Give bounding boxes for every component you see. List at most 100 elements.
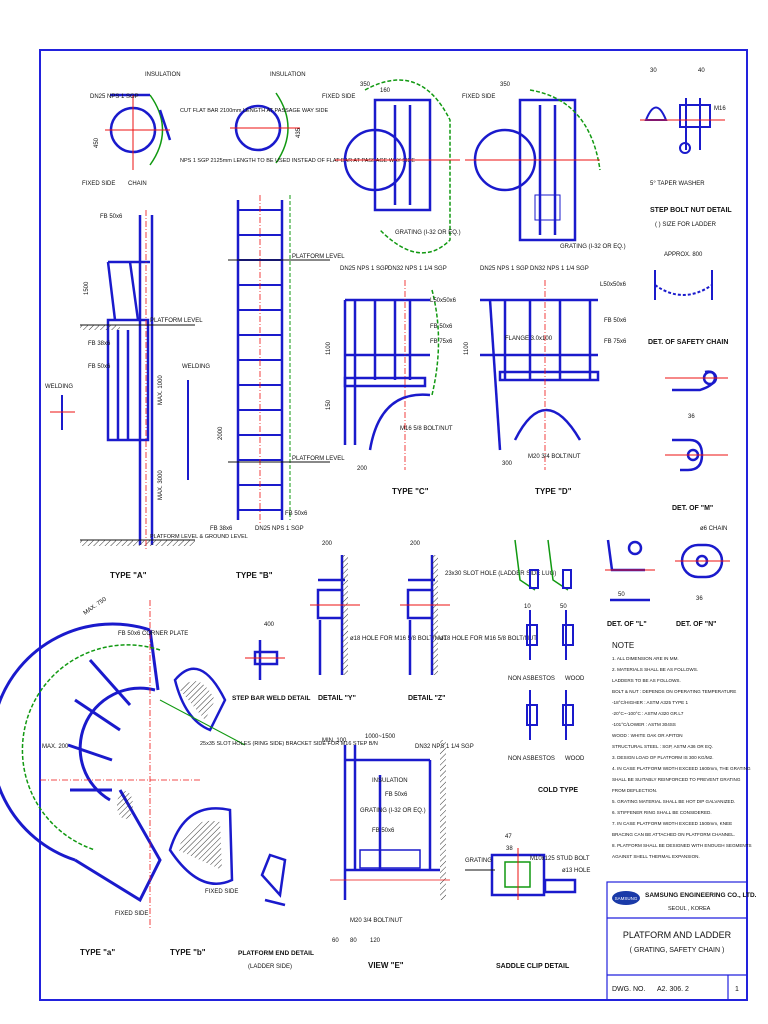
label-chain-6: ø6 CHAIN	[700, 526, 727, 532]
dim-350-plan2: 350	[500, 82, 511, 88]
company-location: SEOUL , KOREA	[668, 906, 711, 912]
view-e-hatch	[440, 740, 446, 900]
label-chain-top: CHAIN	[128, 181, 147, 187]
label-corner-plate: FB 50x6 CORNER PLATE	[118, 631, 188, 637]
drawing-subtitle: ( GRATING, SAFETY CHAIN )	[630, 947, 725, 954]
dim-max1000-a: MAX. 1000	[158, 375, 164, 405]
dim-1100-d: 1100	[464, 341, 470, 355]
type-c-drawing	[343, 289, 440, 451]
welding-mini-a	[50, 395, 75, 430]
note-line: FROM DEFLECTION.	[612, 788, 657, 793]
subtitle-platform-end: (LADDER SIDE)	[248, 964, 292, 970]
label-platform-level-b: PLATFORM LEVEL	[292, 254, 345, 260]
dim-160-plan1: 160	[380, 88, 391, 94]
insulation-detail-right	[230, 92, 300, 164]
label-dn32-c: DN32 NPS 1 1/4 SGP	[388, 266, 447, 272]
samsung-logo	[612, 891, 640, 905]
label-angle-c: L50x50x6	[430, 298, 457, 304]
note-line: 5. GRATING MATERIAL SHALL BE HOT DIP GAL…	[612, 799, 735, 804]
note-line: 2. MATERIALS SHALL BE AS FOLLOWS.	[612, 667, 698, 672]
dwg-no-value: A2. 306. 2	[657, 986, 689, 993]
cold-type-drawing	[514, 539, 569, 591]
dim-200-y: 200	[322, 541, 333, 547]
dim-300-d: 300	[502, 461, 513, 467]
note-line: 4. IN CASE PLATFORM WIDTH EXCEED 1600mm,…	[612, 766, 751, 771]
label-insulation-top-2: INSULATION	[270, 72, 306, 78]
detail-y-hatch	[342, 555, 348, 675]
type-d-drawing	[480, 298, 600, 451]
title-type-d: TYPE "D"	[535, 487, 572, 496]
dim-80-e: 80	[350, 938, 357, 944]
title-detail-y: DETAIL "Y"	[318, 695, 356, 702]
subtitle-step-bolt: ( ) SIZE FOR LADDER	[655, 222, 717, 228]
title-safety-chain: DET. OF SAFETY CHAIN	[648, 339, 728, 346]
label-platform-level-a: PLATFORM LEVEL	[150, 318, 203, 324]
title-platform-end: PLATFORM END DETAIL	[238, 950, 314, 957]
dim-400-weld: 400	[264, 622, 275, 628]
label-m20-e: M20 3/4 BOLT/NUT	[350, 918, 403, 924]
dim-200-c: 200	[357, 466, 368, 472]
title-cold-type: COLD TYPE	[538, 787, 578, 794]
ground-hatch-a	[80, 540, 195, 546]
note-line: BRACING CAN BE ATTACHED ON PLATFORM CHAN…	[612, 832, 735, 837]
label-fb75-c: FB 75x6	[430, 339, 453, 345]
note-line: -18°C/HIGHER : ASTM A325 TYPE 1	[612, 700, 688, 705]
step-bolt-drawing	[644, 98, 711, 154]
label-dn32-e: DN32 NPS 1 1/4 SGP	[415, 744, 474, 750]
title-type-a: TYPE "A"	[110, 571, 147, 580]
note-line: 1. ALL DIMENSION ARE IN MM.	[612, 656, 679, 661]
note-line: 3. DESIGN LOAD OF PLATFORM IS 300 KG/M2.	[612, 755, 714, 760]
label-fixed-side-a-small: FIXED SIDE	[115, 911, 148, 917]
label-m16-bolt: M16	[714, 106, 726, 112]
type-b-hatch-2	[178, 820, 222, 870]
label-wood-2: WOOD	[565, 756, 585, 762]
label-platform-level-b2: PLATFORM LEVEL	[292, 456, 345, 462]
label-fb50-b: FB 50x6	[285, 511, 308, 517]
dim-max3000-a: MAX. 3000	[158, 470, 164, 500]
dim-10-cold: 10	[524, 604, 531, 610]
type-b-small-drawing	[168, 667, 234, 885]
type-a-small-green	[21, 644, 161, 851]
label-hole-13: ø13 HOLE	[562, 868, 590, 874]
label-hole-z: ø18 HOLE FOR M16 5/8 BOLT/NUT	[440, 636, 537, 642]
detail-z-drawing	[406, 555, 435, 675]
note-line: -20°C~-100°C : ASTM A320 GR.L7	[612, 711, 684, 716]
label-grating-plan1: GRATING (I-32 OR EQ.)	[395, 230, 461, 236]
dim-40-bolt: 40	[698, 68, 705, 74]
title-type-a-small: TYPE "a"	[80, 948, 115, 957]
label-fixed-side-plan2: FIXED SIDE	[462, 94, 495, 100]
type-b-small-axis	[159, 699, 246, 746]
title-type-b-small: TYPE "b"	[170, 948, 206, 957]
title-det-m: DET. OF "M"	[672, 505, 713, 512]
note-line: STRUCTURAL STEEL : SGP, ASTM A36 OR EQ.	[612, 744, 713, 749]
title-type-c: TYPE "C"	[392, 487, 429, 496]
dim-2000-b: 2000	[218, 426, 224, 440]
label-slot-hole-z: 23x30 SLOT HOLE (LADDER SIDE LUG)	[445, 571, 556, 577]
label-insulation-top: INSULATION	[145, 72, 181, 78]
note-heading: NOTE	[612, 641, 634, 650]
label-fb50-e: FB 50x6	[385, 792, 408, 798]
label-fb50-c: FB 50x6	[430, 324, 453, 330]
title-step-bar-weld: STEP BAR WELD DETAIL	[232, 695, 311, 702]
label-approx-800: APPROX. 800	[664, 252, 703, 258]
title-step-bolt: STEP BOLT NUT DETAIL	[650, 207, 732, 214]
dim-435: 435	[296, 127, 302, 138]
title-block	[606, 881, 748, 1001]
label-fb50-e2: FB 50x6	[372, 828, 395, 834]
platform-end-drawing	[260, 853, 287, 907]
plan-view-left	[343, 79, 451, 254]
note-line: WOOD : WHITE OAK OR APITON	[612, 733, 683, 738]
label-m16-c: M16 5/8 BOLT/NUT	[400, 426, 453, 432]
note-line: -101°C/LOWER : ASTM 304SS	[612, 722, 676, 727]
dim-47-saddle: 47	[505, 834, 512, 840]
label-fb50-a2: FB 50x6	[88, 364, 111, 370]
note-list: 1. ALL DIMENSION ARE IN MM. 2. MATERIALS …	[612, 656, 752, 859]
dim-max200: MAX. 200	[42, 744, 69, 750]
label-insulation-e: INSULATION	[372, 778, 408, 784]
label-non-asbestos-1: NON ASBESTOS	[508, 676, 555, 682]
label-fb38-b: FB 38x6	[210, 526, 233, 532]
label-wood-1: WOOD	[565, 676, 585, 682]
label-fb75-d: FB 75x6	[604, 339, 627, 345]
label-ground-level-a: PLATFORM LEVEL & GROUND LEVEL	[150, 534, 248, 540]
